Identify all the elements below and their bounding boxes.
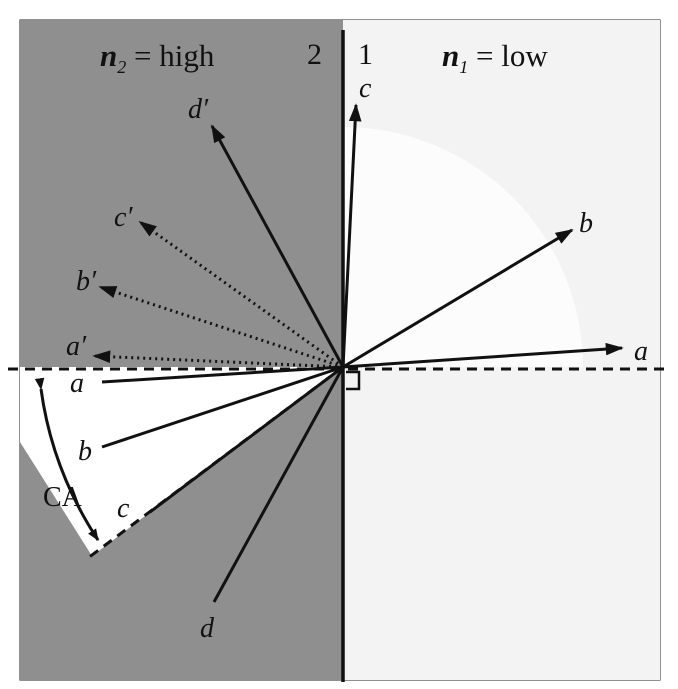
medium-1-number: 1 (358, 38, 373, 71)
critical-angle-wedge (20, 367, 343, 556)
incident-ray-d (212, 366, 345, 603)
incident-ray-c (149, 365, 344, 514)
label-incident-d: d (200, 613, 215, 644)
incident-ray-b (101, 365, 344, 449)
critical-angle-arc (34, 377, 100, 542)
label-refracted-c: c (359, 73, 372, 104)
reflected-ray-d (210, 124, 345, 368)
label-refracted-b: b (579, 208, 593, 239)
medium-1-label: n1 = low (442, 38, 548, 77)
refracted-ray-c (341, 103, 362, 368)
incident-ray-a (101, 365, 344, 384)
right-angle-marker (346, 370, 361, 391)
medium-2-region (20, 20, 343, 680)
medium-1-highlight (343, 127, 583, 367)
label-incident-a: a (70, 368, 84, 399)
medium-2-label: n2 = high (100, 38, 215, 77)
refracted-ray-a (342, 342, 624, 369)
label-reflected-a: a′ (66, 331, 87, 362)
reflected-ray-b (98, 285, 344, 369)
label-reflected-d: d′ (188, 94, 209, 125)
refracted-ray-b (342, 228, 574, 369)
medium-2-number: 2 (307, 38, 322, 71)
label-incident-b: b (78, 436, 92, 467)
label-reflected-c: c′ (114, 202, 133, 233)
label-refracted-a: a (634, 336, 648, 367)
label-incident-c: c (117, 493, 130, 524)
label-reflected-b: b′ (76, 266, 97, 297)
critical-angle-label: CA (43, 482, 83, 513)
